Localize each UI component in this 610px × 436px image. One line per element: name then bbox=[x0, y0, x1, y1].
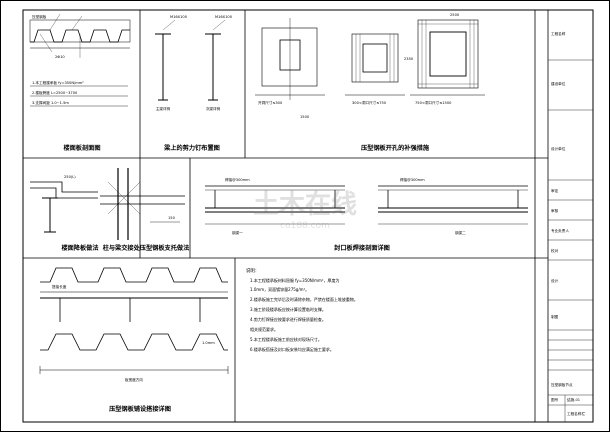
note-line: 相关规范要求。 bbox=[250, 326, 278, 332]
lap-label: 搭接长度 bbox=[52, 284, 67, 289]
note-line: 4.剪力钉焊接应按要求进行焊接质量检查。 bbox=[250, 316, 326, 322]
slab-note-3: 3.支撑间距 1.0~1.5m bbox=[32, 100, 69, 105]
tb-drawing-title: 压型钢板节点 bbox=[551, 382, 573, 387]
note-line: 6.楼承板搭接及封口板安装均应满足施工要求。 bbox=[250, 346, 334, 352]
slab-note-2: 2.楼板跨度 L=2500~3700 bbox=[32, 90, 78, 95]
caption-edge-formwork: 封口板焊接剖面详图 bbox=[334, 244, 390, 252]
tb-row-8: 制图 bbox=[551, 314, 559, 319]
tb-row-6: 校对 bbox=[551, 248, 559, 253]
bottom-dim: 板宽度方向 bbox=[125, 377, 143, 382]
note-line: 2.楼承板施工完毕后及时清除杂物，严禁在楼面上堆放重物。 bbox=[250, 296, 358, 302]
opening-note-b: 300<洞口尺寸≤750 bbox=[352, 100, 387, 105]
caption-floor-slab-section: 楼面板剖面图 bbox=[63, 144, 100, 152]
col-dim: 150 bbox=[168, 216, 176, 220]
slab-note-1: 1.本工程楼承板 fy=350N/mm² bbox=[32, 80, 84, 85]
stud-col-a: 主梁详例 bbox=[156, 106, 171, 111]
tb-drawing-no: 结施-01 bbox=[567, 397, 580, 402]
opening-dim-1: 2500 bbox=[450, 13, 460, 17]
general-notes: 说明： 1.本工程楼承板材料屈服 fy=350N/mm²，厚度为 1.0mm，双… bbox=[246, 267, 358, 352]
tb-row-5: 专业负责人 bbox=[551, 228, 569, 233]
deck-top-label: 压型钢板 bbox=[32, 14, 47, 19]
opening-dim-3: 1500 bbox=[300, 115, 310, 119]
deck-opening-drawing bbox=[255, 18, 485, 100]
stud-label-b: M16X100 bbox=[215, 15, 233, 19]
caption-deck-opening: 压型钢板开孔的补强措施 bbox=[361, 144, 430, 152]
column-beam-drawing bbox=[100, 168, 185, 240]
caption-beam-stud: 梁上的剪力钉布置图 bbox=[163, 144, 220, 152]
opening-note-a: 开洞尺寸≤300 bbox=[258, 100, 283, 105]
inner-frame bbox=[22, 9, 594, 423]
tb-row-0: 工程名称 bbox=[551, 31, 566, 36]
watermark: 土木在线 co188.com bbox=[253, 190, 357, 231]
note-line: 说明： bbox=[246, 267, 259, 274]
caption-column-beam: 柱与梁交接处压型钢板支托做法 bbox=[103, 244, 190, 252]
tb-row-3: 审定 bbox=[551, 188, 559, 193]
stud-col-b: 次梁详例 bbox=[206, 106, 221, 111]
edge-formwork-drawing bbox=[205, 185, 528, 225]
note-line: 5.本工程楼承板施工前应核对现场尺寸。 bbox=[250, 336, 322, 342]
beam-label-a: 钢梁一 bbox=[232, 230, 243, 235]
drop-dim: 250(L) bbox=[64, 175, 76, 179]
note-line: 3.施工阶段楼承板应按计算设置临时支撑。 bbox=[250, 306, 326, 312]
floor-slab-section-drawing bbox=[29, 13, 131, 107]
rebar-label: 2Φ10 bbox=[55, 55, 65, 59]
opening-note-c: 750<洞口尺寸≤1500 bbox=[415, 100, 452, 105]
note-line: 1.0mm，双面镀锌量275g/m²。 bbox=[250, 286, 309, 292]
beam-stud-drawing bbox=[155, 19, 226, 101]
deck-laying-drawing bbox=[39, 267, 229, 374]
grid-lines bbox=[23, 10, 549, 422]
watermark-text: 土木在线 bbox=[253, 190, 357, 220]
beam-label-b: 钢梁二 bbox=[455, 230, 466, 235]
slab-drop-drawing bbox=[30, 181, 98, 233]
tb-row-2: 设计单位 bbox=[551, 146, 566, 151]
tb-row-7: 设计 bbox=[551, 278, 559, 283]
edge-note-a: 焊接@300mm bbox=[225, 177, 250, 182]
tb-row-4: 审核 bbox=[551, 208, 559, 213]
deck-dim: 1.0mm bbox=[202, 341, 215, 345]
tb-sheet-no: 图号 bbox=[551, 397, 559, 402]
stud-label-a: M16X100 bbox=[170, 15, 188, 19]
note-line: 1.本工程楼承板材料屈服 fy=350N/mm²，厚度为 bbox=[250, 277, 340, 283]
opening-dim-2: 2350 bbox=[404, 57, 414, 61]
caption-deck-laying: 压型钢板铺设搭接详图 bbox=[109, 405, 171, 413]
edge-note-b: 焊接@300mm bbox=[400, 177, 425, 182]
title-block bbox=[548, 59, 593, 422]
watermark-url: co188.com bbox=[280, 221, 330, 231]
caption-slab-drop: 楼面降板做法 bbox=[61, 244, 98, 252]
tb-row-1: 建设单位 bbox=[551, 81, 566, 86]
tb-project: 工程名称栏 bbox=[567, 411, 585, 416]
